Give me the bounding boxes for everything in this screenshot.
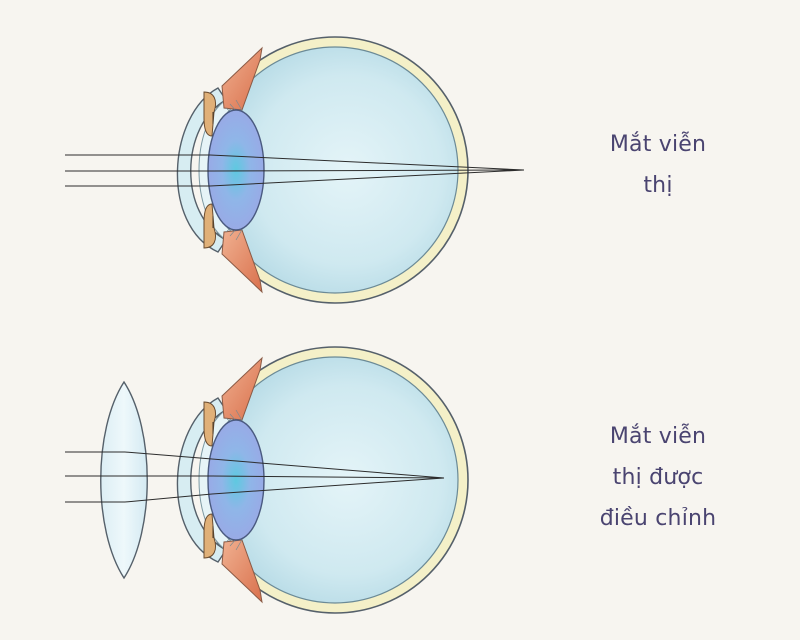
caption-corrected: Mắt viễn thị được điều chỉnh	[568, 416, 748, 539]
caption-corrected-line2: thị được	[612, 465, 704, 490]
light-rays-hyperopia	[65, 154, 525, 187]
eye-hyperopia	[65, 36, 525, 304]
eye-corrected	[65, 346, 469, 614]
caption-hyperopia-line2: thị	[643, 173, 673, 198]
caption-corrected-line1: Mắt viễn	[609, 424, 707, 449]
light-rays-corrected	[65, 451, 445, 503]
corrective-convex-lens	[100, 380, 148, 580]
caption-hyperopia-line1: Mắt viễn	[609, 132, 707, 157]
caption-hyperopia: Mắt viễn thị	[568, 124, 748, 206]
caption-corrected-line3: điều chỉnh	[599, 506, 717, 531]
